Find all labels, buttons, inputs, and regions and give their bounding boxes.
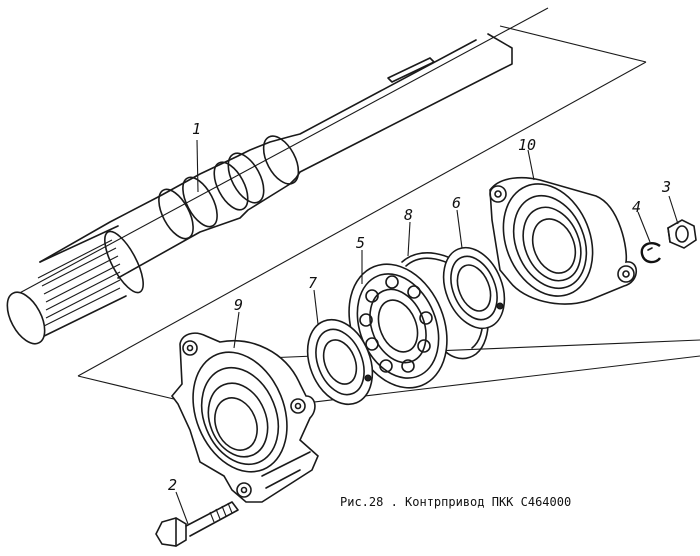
bearing-housing-10 [489, 176, 638, 305]
label-part-10: 10 [518, 136, 536, 154]
seal-7 [306, 318, 374, 406]
bearing-housing-9 [170, 332, 319, 503]
lock-washer-4 [640, 242, 661, 264]
label-part-7: 7 [308, 274, 317, 292]
label-part-9: 9 [234, 296, 243, 314]
label-part-4: 4 [632, 198, 641, 216]
bolt-2 [155, 501, 239, 547]
leader-lines [175, 139, 679, 525]
label-part-2: 2 [168, 476, 177, 494]
label-part-8: 8 [404, 206, 413, 224]
figure-caption: Рис.28 . Контрпривод ПКК С464000 [340, 495, 571, 509]
label-part-5: 5 [356, 234, 365, 252]
nut-3 [667, 219, 697, 249]
label-part-1: 1 [192, 120, 201, 138]
seal-6 [442, 246, 506, 330]
label-part-6: 6 [452, 194, 461, 212]
label-part-3: 3 [661, 178, 671, 196]
part-labels: 1 2 3 4 5 6 7 8 9 10 [168, 120, 671, 494]
shaft [6, 33, 513, 345]
